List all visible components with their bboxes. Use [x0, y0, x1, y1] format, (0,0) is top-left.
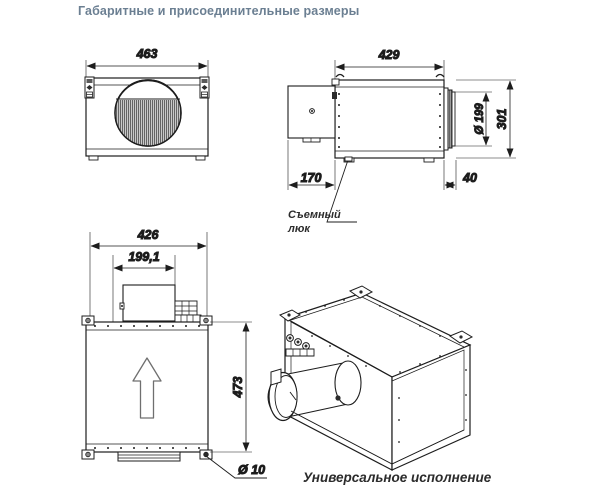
caption-universal-version: Универсальное исполнение: [303, 470, 492, 485]
airflow-arrow-icon: [132, 357, 162, 419]
motor-housing: [119, 284, 176, 322]
bottom-flange: [117, 451, 181, 462]
isometric-view-group: [267, 285, 474, 471]
side-elevation-group: 429: [287, 48, 516, 223]
dimension-301: [456, 79, 516, 159]
dimension-170: [287, 140, 336, 190]
dimension-label-170: 170: [301, 171, 322, 185]
dimension-463: [85, 60, 209, 78]
rivet-row-right: [439, 93, 441, 148]
iso-duct: [267, 360, 362, 422]
dimension-label-429: 429: [378, 48, 400, 62]
corner-bracket-right: [199, 76, 210, 99]
leader-diameter-10: [205, 455, 267, 479]
iso-corner-bracket-top-left: [279, 309, 302, 322]
dimension-label-40: 40: [462, 171, 477, 185]
corner-bracket-left: [84, 76, 95, 99]
rivet-row-left: [338, 93, 340, 148]
leader-removable-hatch: [326, 159, 357, 223]
dimension-label-199-1: 199,1: [128, 250, 159, 264]
dimension-label-463: 463: [136, 47, 158, 61]
dimension-473: [210, 321, 252, 453]
dimension-40: [443, 160, 457, 190]
front-elevation-group: 463: [84, 47, 210, 161]
rivet-row-plan-bottom: [94, 447, 200, 449]
caption-removable-hatch: Съемный люк: [288, 209, 341, 235]
junction-box: [287, 85, 336, 143]
dimension-label-473: 473: [231, 377, 245, 399]
dimension-label-426: 426: [137, 228, 160, 242]
corner-mount-tr: [199, 315, 213, 326]
dimension-diameter-199: [452, 91, 492, 147]
iso-rivets: [305, 299, 467, 443]
iso-corner-bracket-top-mid: [348, 285, 374, 299]
dimension-label-301: 301: [495, 109, 509, 130]
terminal-blocks: [174, 300, 202, 323]
iso-terminal-blocks: [285, 334, 315, 357]
dimension-label-diameter-10: Ø 10: [238, 463, 265, 477]
iso-corner-bracket-top-right: [448, 330, 474, 344]
dimension-label-diameter-199: Ø 199: [474, 103, 486, 135]
rivet-row-plan-top: [94, 325, 200, 327]
page-title: Габаритные и присоединительные размеры: [78, 4, 360, 18]
corner-mount-tl: [81, 315, 95, 326]
corner-mount-bl: [81, 449, 95, 460]
plan-view-group: 426 199,1: [81, 228, 267, 479]
dimension-429: [334, 60, 445, 80]
duct-flange: [443, 87, 456, 151]
dimension-426: [89, 232, 208, 325]
corner-mount-br: [199, 449, 213, 460]
